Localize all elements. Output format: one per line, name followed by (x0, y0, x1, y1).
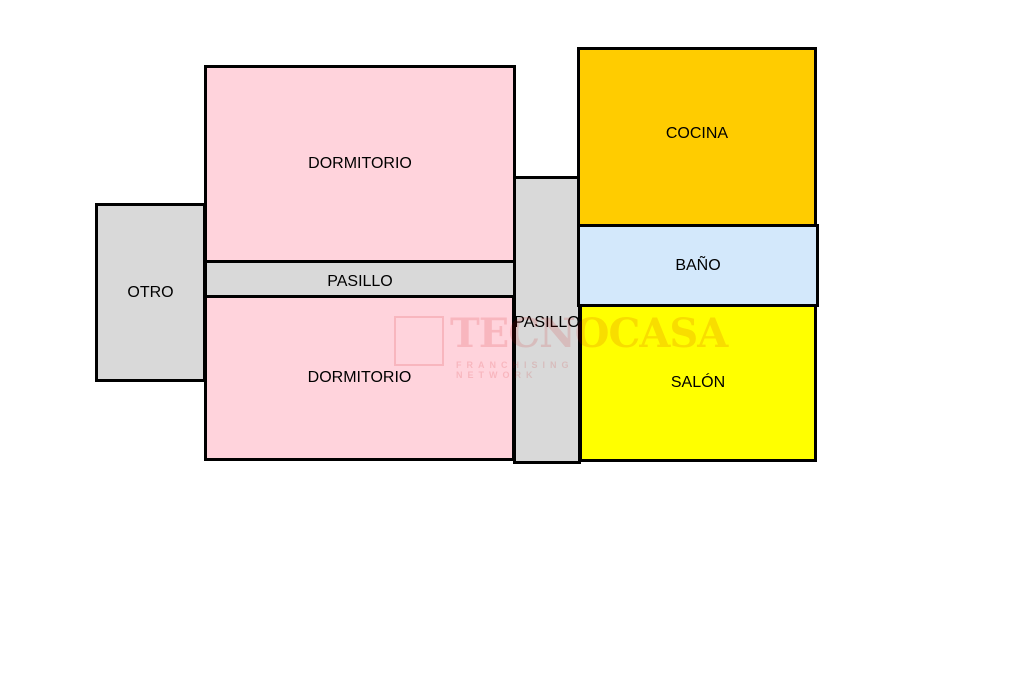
room-label: COCINA (665, 125, 729, 142)
room-label: DORMITORIO (307, 369, 412, 386)
room-label: DORMITORIO (308, 155, 412, 172)
room-label: SALÓN (670, 374, 726, 391)
room-bano: BAÑO (577, 224, 819, 307)
room-cocina: COCINA (577, 47, 817, 227)
room-dormitorio-top: DORMITORIO (204, 65, 516, 263)
room-pasillo-vertical: PASILLO (513, 176, 581, 464)
room-label: PASILLO (327, 273, 393, 290)
room-label: BAÑO (675, 256, 721, 274)
room-otro: OTRO (95, 203, 206, 382)
room-dormitorio-bottom: DORMITORIO (204, 295, 515, 461)
room-label: PASILLO (514, 314, 580, 331)
room-label: OTRO (127, 283, 174, 301)
room-pasillo-horizontal: PASILLO (204, 260, 516, 298)
room-salon: SALÓN (579, 304, 817, 462)
